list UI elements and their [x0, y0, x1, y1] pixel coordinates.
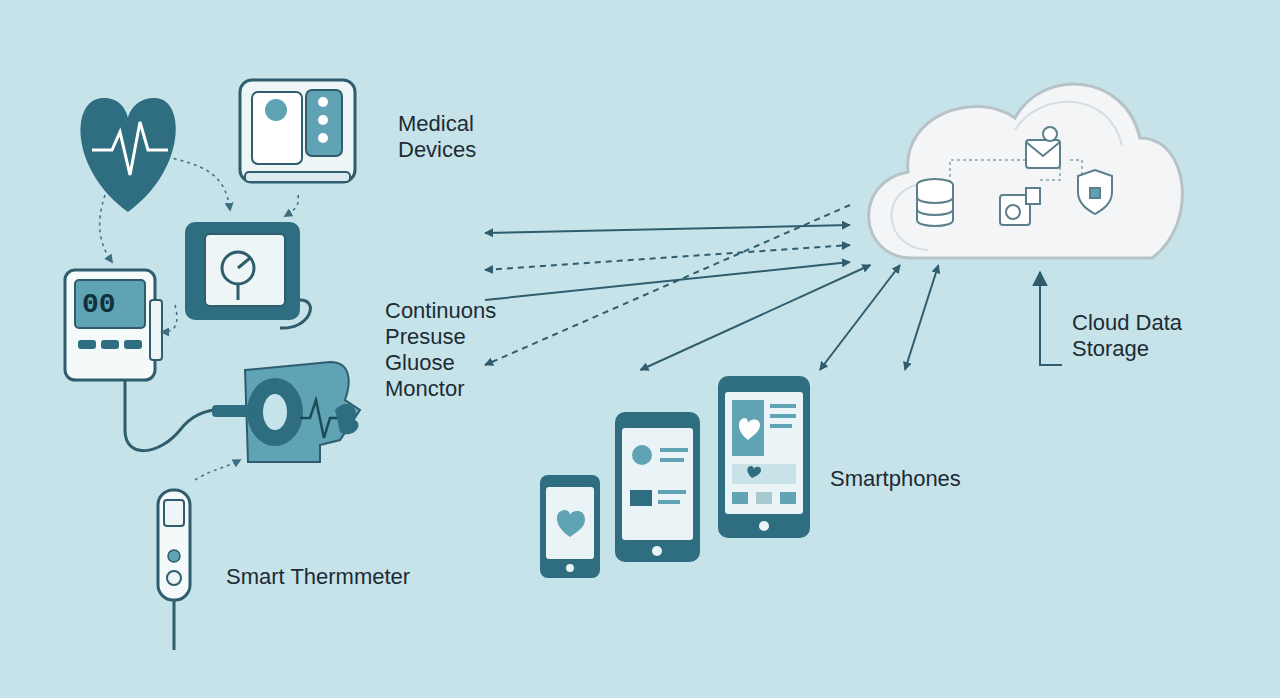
glucose-meter-part: [75, 280, 145, 328]
smartphone-icons-part: [660, 448, 688, 452]
pressure-cuff: [185, 222, 310, 328]
smartphone-icons-part: [759, 521, 769, 531]
smart-thermometer-part: [167, 571, 181, 585]
pressure-cuff-part: [222, 252, 254, 284]
connector-arrow: [640, 265, 870, 370]
smartphone-icons-part: [658, 500, 680, 504]
device-dotted-links-part: [162, 305, 177, 332]
cloud-outline-part-part: [1026, 188, 1040, 204]
smartphone-icons-part: [630, 490, 652, 506]
smartphone-icons: [540, 376, 810, 578]
smartphone-icons-part: [652, 546, 662, 556]
smartphone-group: Smartphones: [530, 370, 990, 585]
cloud-outline: [850, 60, 1190, 265]
cloud-outline-part: [917, 127, 1112, 226]
smartphone-icons-part: [739, 418, 760, 440]
device-label: Smart Thermmeter: [226, 564, 446, 590]
node-heading: Cloud Data Storage: [1072, 310, 1200, 362]
glucose-sensor-part: [212, 405, 252, 417]
cloud-outline-part-part: [1078, 170, 1112, 214]
glucose-meter-part: [150, 300, 162, 360]
monitor-device-part: [318, 97, 328, 107]
dashed-connector: [485, 245, 850, 270]
smartphone-icons-part: [622, 428, 693, 540]
monitor-device-part: [240, 80, 355, 182]
node-heading: Medical Devices: [398, 111, 510, 163]
glucose-meter-part: [124, 340, 142, 349]
smartphone-icons-part: [732, 400, 764, 456]
dashed-connector: [485, 205, 850, 365]
monitor-device-part: [318, 133, 328, 143]
cloud-outline-part-part: [917, 197, 953, 215]
glucose-sensor-part: [335, 404, 359, 434]
glucose-sensor-part: [245, 362, 360, 462]
pressure-cuff-part: [238, 258, 250, 268]
smartphone-icons-part: [770, 414, 796, 418]
cloud-outline-part-part: [1026, 142, 1060, 156]
connector-arrow: [820, 265, 900, 370]
smartphone-icons-part: [632, 445, 652, 465]
smartphone-icons-part: [658, 490, 686, 494]
glucose-sensor: [212, 362, 360, 462]
monitor-device: [240, 80, 355, 182]
cloud-leader-line: [1040, 272, 1062, 365]
heart-icon-part: [92, 122, 168, 175]
device-dotted-links: [100, 155, 299, 480]
smartphone-icons-part: [732, 492, 748, 504]
smartphone-icons-part: [615, 412, 700, 562]
glucose-meter: [65, 270, 232, 451]
smart-thermometer-part: [168, 550, 180, 562]
connector-arrow: [485, 262, 850, 300]
cloud-outline-part-part: [1043, 127, 1057, 141]
smartphone-icons-part: [557, 510, 585, 537]
glucose-meter-part: [78, 340, 96, 349]
smartphone-icons-part: [540, 475, 600, 578]
smartphone-icons-part: [770, 424, 792, 428]
smartphone-icons-part: [756, 492, 772, 504]
smart-thermometer-part: [158, 490, 190, 600]
glucose-sensor-part: [263, 394, 287, 430]
smartphone-icons-part: [725, 392, 803, 514]
smartphone-icons-part: [747, 466, 761, 478]
monitor-device-part: [245, 172, 350, 182]
cloud-outline-part-part: [1090, 188, 1100, 198]
monitor-device-part: [265, 99, 287, 121]
smartphone-icons-part: [780, 492, 796, 504]
screen-reading: 00: [82, 288, 142, 322]
smartphone-icons-part: [732, 464, 796, 484]
smartphone-icons-part: [566, 564, 574, 572]
pressure-cuff-part: [205, 234, 285, 306]
smart-thermometer: [158, 490, 190, 650]
node-heading: Smartphones: [830, 466, 980, 492]
monitor-device-part: [306, 90, 342, 156]
smartphone-icons-part: [770, 404, 796, 408]
cloud-outline-part-part: [917, 185, 953, 226]
pressure-cuff-part: [237, 284, 240, 300]
device-dotted-links-part: [100, 195, 112, 262]
smartphone-icons-part: [660, 458, 684, 462]
smartphone-icons-part: [718, 376, 810, 538]
device-label: Continuons Presuse Gluose Monctor: [385, 298, 507, 402]
pressure-cuff-part: [185, 222, 300, 320]
cloud-outline-part-part: [1006, 205, 1020, 219]
cloud-outline-part: [892, 102, 1122, 250]
device-dotted-links-part: [195, 460, 240, 480]
glucose-meter-part: [65, 270, 155, 380]
connector-arrow: [905, 265, 939, 370]
cloud-outline-part-part: [1026, 140, 1060, 168]
glucose-sensor-part: [247, 378, 303, 446]
device-dotted-links-part: [285, 195, 298, 216]
monitor-device-part: [318, 115, 328, 125]
smart-thermometer-part: [173, 600, 176, 650]
smart-thermometer-part: [164, 500, 184, 526]
pressure-cuff-part: [280, 300, 310, 328]
device-dotted-links-part: [160, 155, 230, 210]
cloud-storage: Cloud Data Storage: [850, 60, 1190, 265]
smartphone-icons-part: [546, 487, 594, 559]
glucose-meter-part: [101, 340, 119, 349]
cloud-outline-part: [869, 84, 1183, 258]
monitor-device-part: [252, 92, 302, 164]
